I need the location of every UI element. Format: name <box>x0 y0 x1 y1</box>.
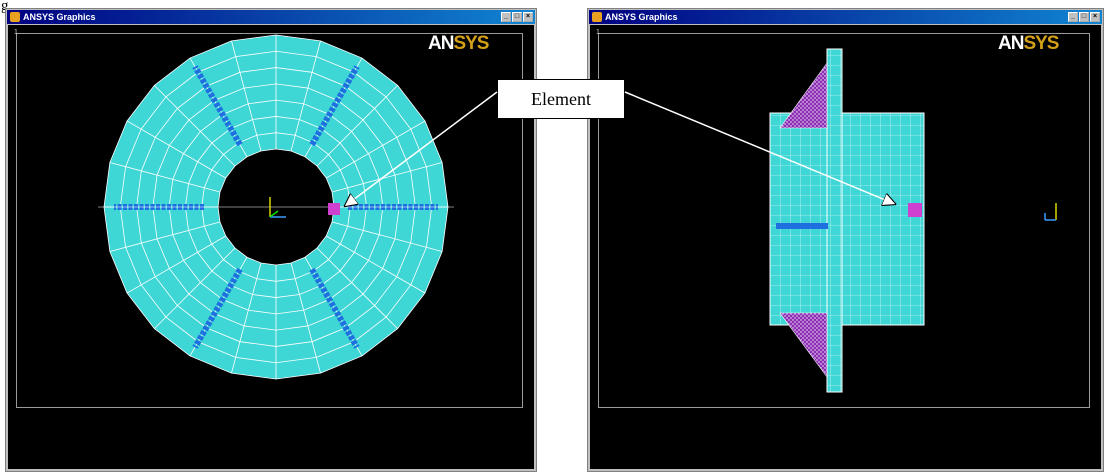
graphics-window-left[interactable]: ANSYS Graphics _ □ × 1 ANSYS <box>5 8 537 472</box>
window-number: 1 <box>596 29 600 36</box>
close-icon[interactable]: × <box>523 12 533 22</box>
mesh-spoke <box>326 235 426 294</box>
mesh-spoke <box>231 40 262 152</box>
dense-mesh-band <box>192 267 243 349</box>
mesh-spoke <box>154 85 236 167</box>
element-callout: Element <box>497 79 625 119</box>
graphics-canvas[interactable]: 1 ANSYS <box>8 25 534 469</box>
viewport-frame <box>598 33 1090 408</box>
ansys-app-icon[interactable] <box>592 12 602 22</box>
mesh-spoke <box>316 247 398 329</box>
dense-mesh-band <box>192 65 243 147</box>
title-bar[interactable]: ANSYS Graphics _ □ × <box>589 10 1102 24</box>
mesh-spoke <box>331 221 443 252</box>
mesh-spoke <box>126 120 226 179</box>
mesh-spoke <box>304 57 363 157</box>
axis-triad-icon <box>269 197 286 218</box>
main-body <box>769 112 925 326</box>
axis-triad-icon <box>1044 203 1057 221</box>
maximize-icon[interactable]: □ <box>512 12 522 22</box>
mesh-spoke <box>126 235 226 294</box>
dense-mesh-band <box>776 223 828 229</box>
mesh-spoke <box>109 162 221 193</box>
selected-element <box>328 203 340 215</box>
ansys-logo: ANSYS <box>428 33 489 54</box>
selected-element <box>908 203 922 217</box>
dense-mesh-band <box>309 65 360 147</box>
minimize-icon[interactable]: _ <box>501 12 511 22</box>
title-bar[interactable]: ANSYS Graphics _ □ × <box>7 10 535 24</box>
center-plate <box>826 48 843 393</box>
minimize-icon[interactable]: _ <box>1068 12 1078 22</box>
window-title: ANSYS Graphics <box>605 12 678 22</box>
side-section-mesh-plot <box>769 48 1057 393</box>
mesh-spoke <box>290 40 321 152</box>
disc-mesh <box>98 34 454 380</box>
ansys-logo: ANSYS <box>998 33 1059 54</box>
section-mesh <box>769 48 925 393</box>
support-bottom <box>779 312 828 378</box>
graphics-window-right[interactable]: ANSYS Graphics _ □ × 1 ANSYS <box>587 8 1104 472</box>
viewport-frame <box>16 33 523 408</box>
figure-letter: g <box>1 0 9 14</box>
ansys-app-icon[interactable] <box>10 12 20 22</box>
mesh-spoke <box>109 221 221 252</box>
disc-mesh-plot <box>98 34 454 380</box>
mesh-spoke <box>231 262 262 374</box>
window-number: 1 <box>14 29 18 36</box>
close-icon[interactable]: × <box>1090 12 1100 22</box>
support-top <box>779 62 828 129</box>
maximize-icon[interactable]: □ <box>1079 12 1089 22</box>
graphics-canvas[interactable]: 1 ANSYS <box>590 25 1101 469</box>
dense-mesh-band <box>309 267 360 349</box>
mesh-spoke <box>189 57 248 157</box>
mesh-spoke <box>290 262 321 374</box>
window-title: ANSYS Graphics <box>23 12 96 22</box>
mesh-spoke <box>154 247 236 329</box>
